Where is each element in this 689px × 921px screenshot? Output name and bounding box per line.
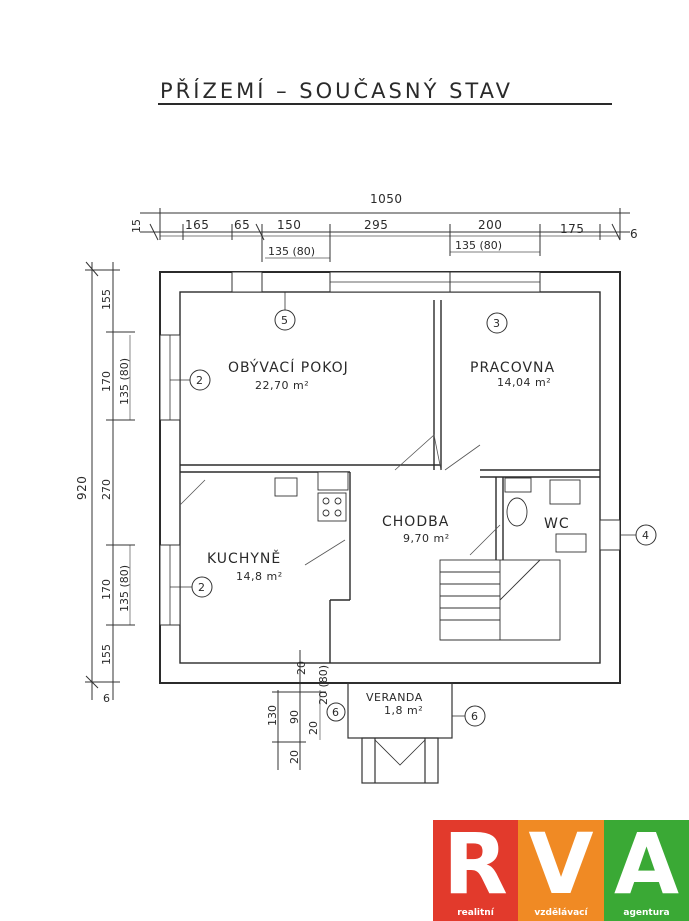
dim-veranda-6: 20 (288, 750, 301, 764)
room-name-study: PRACOVNA (470, 360, 555, 376)
top-dimensions: 1050 165 65 150 295 200 175 6 15 135 (80… (130, 192, 638, 262)
veranda-dimensions: 130 90 20 20 20 (80) 20 (266, 650, 330, 770)
dim-top-corner: 15 (130, 219, 143, 233)
room-name-veranda: VERANDA (366, 691, 423, 704)
dim-top-2: 65 (234, 218, 250, 232)
dim-window-left: 135 (80) (268, 245, 315, 258)
logo-caption-vzdelavaci: vzdělávací (534, 908, 588, 918)
logo-caption-agentura: agentura (623, 908, 670, 918)
logo-caption-realitni: realitní (457, 908, 494, 918)
svg-text:4: 4 (642, 529, 649, 542)
interior-walls (179, 300, 600, 663)
dim-left-3: 270 (100, 479, 113, 500)
dim-left-1: 155 (100, 289, 113, 310)
tag-study: 3 (486, 312, 508, 334)
dim-left-4: 170 (100, 579, 113, 600)
dim-top-3: 150 (277, 218, 301, 232)
svg-text:6: 6 (471, 710, 478, 723)
room-name-living: OBÝVACÍ POKOJ (228, 359, 349, 376)
tag-living-side: 2 (170, 369, 211, 391)
dim-left-5: 155 (100, 644, 113, 665)
dim-veranda-5: 20 (80) (317, 665, 330, 705)
dim-top-6: 175 (560, 222, 584, 236)
room-name-wc: WC (544, 516, 570, 532)
svg-text:5: 5 (281, 314, 288, 327)
room-name-hall: CHODBA (382, 514, 449, 530)
tag-veranda-left: 6 (326, 702, 346, 722)
room-area-kitchen: 14,8 m² (236, 570, 283, 583)
logo-letter-v: V (528, 815, 594, 913)
left-dimensions: 920 155 170 270 170 155 6 135 (80) 135 (… (75, 261, 135, 705)
room-area-hall: 9,70 m² (403, 532, 450, 545)
logo-block-realitni: R realitní (433, 815, 518, 921)
room-area-study: 14,04 m² (497, 376, 551, 389)
rva-logo: R realitní V vzdělávací A agentura (433, 815, 689, 921)
tag-veranda-right: 6 (452, 705, 486, 727)
fixtures (274, 471, 587, 553)
dim-veranda-2: 90 (288, 710, 301, 724)
svg-text:2: 2 (198, 581, 205, 594)
logo-block-vzdelavaci: V vzdělávací (518, 815, 604, 921)
veranda-structure (347, 682, 453, 784)
dim-left-window-1: 135 (80) (118, 358, 131, 405)
tag-living: 5 (274, 292, 296, 331)
plan-title: PŘÍZEMÍ – SOUČASNÝ STAV (160, 78, 513, 103)
dim-top-5: 200 (478, 218, 502, 232)
dim-veranda-4: 20 (307, 721, 320, 735)
dim-top-1: 165 (185, 218, 209, 232)
dim-left-6: 6 (103, 692, 110, 705)
room-area-veranda: 1,8 m² (384, 704, 423, 717)
dim-veranda-1: 130 (266, 705, 279, 726)
dim-left-window-2: 135 (80) (118, 565, 131, 612)
dim-top-7: 6 (630, 227, 638, 241)
dim-total-height: 920 (75, 476, 89, 500)
svg-text:6: 6 (332, 706, 339, 719)
dim-veranda-3: 20 (295, 661, 308, 675)
room-name-kitchen: KUCHYNĚ (207, 550, 281, 567)
tag-kitchen-side: 2 (170, 576, 213, 598)
room-area-living: 22,70 m² (255, 379, 309, 392)
logo-letter-a: A (613, 815, 679, 913)
dim-total-width: 1050 (370, 192, 403, 206)
dim-window-right: 135 (80) (455, 239, 502, 252)
dim-left-2: 170 (100, 371, 113, 392)
dim-top-4: 295 (364, 218, 388, 232)
logo-letter-r: R (443, 815, 508, 913)
tag-right-side: 4 (620, 524, 657, 546)
svg-text:3: 3 (493, 317, 500, 330)
svg-text:2: 2 (196, 374, 203, 387)
staircase (439, 559, 561, 641)
logo-block-agentura: A agentura (604, 815, 689, 921)
